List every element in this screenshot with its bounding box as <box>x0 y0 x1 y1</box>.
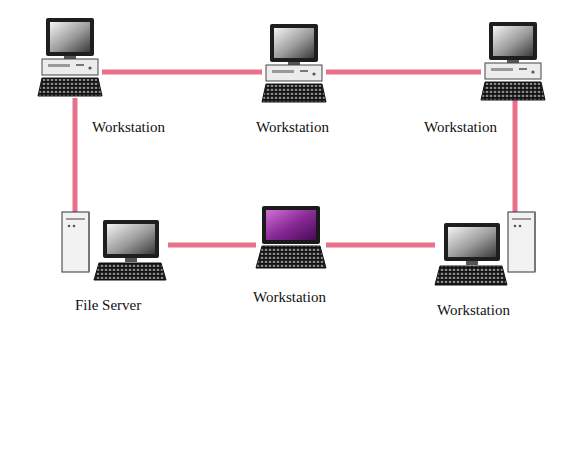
node-label: File Server <box>75 296 141 314</box>
network-cable <box>75 98 76 212</box>
network-node: Workstation <box>38 18 102 98</box>
workstation-icon <box>481 22 545 100</box>
network-cable <box>326 245 435 246</box>
network-node: File Server <box>60 212 168 282</box>
network-cable <box>102 72 262 73</box>
workstation-icon <box>38 18 102 96</box>
network-cable <box>326 72 481 73</box>
workstation-icon <box>262 24 326 102</box>
node-label: Workstation <box>253 288 326 306</box>
node-label: Workstation <box>92 118 165 136</box>
node-label: Workstation <box>256 118 329 136</box>
node-label: Workstation <box>437 301 510 319</box>
network-node: Workstation <box>435 212 537 286</box>
file-server-icon <box>62 212 166 280</box>
network-cable <box>168 245 256 246</box>
network-node: Workstation <box>256 205 326 269</box>
laptop-icon <box>256 206 326 268</box>
network-node: Workstation <box>262 24 326 102</box>
network-cable <box>515 100 516 212</box>
network-node: Workstation <box>481 22 545 100</box>
workstation-icon <box>435 212 535 285</box>
node-label: Workstation <box>424 118 497 136</box>
